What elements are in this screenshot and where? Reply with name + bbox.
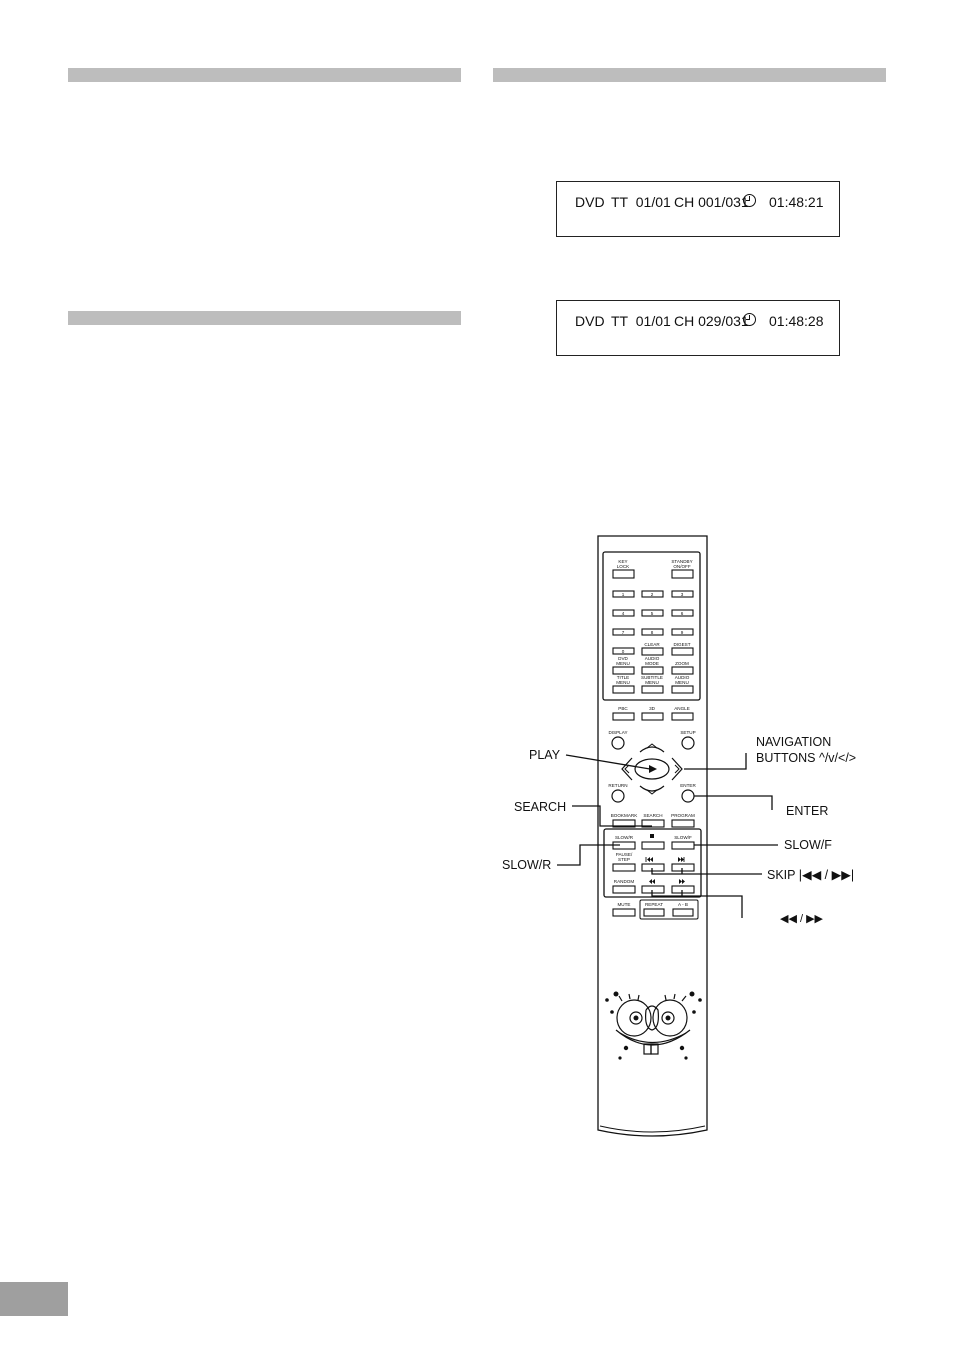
audio-menu-label-2: MENU xyxy=(675,680,689,685)
digit-4: 4 xyxy=(622,611,625,616)
slow-f-key-label: SLOW/F xyxy=(674,835,692,840)
repeat-label: REPEAT xyxy=(645,902,663,907)
pause-step-label-2: STEP xyxy=(618,857,630,862)
digit-8: 8 xyxy=(651,630,654,635)
random-label: RANDOM xyxy=(614,879,635,884)
display-example-2: DVD TT 01/01 CH 029/031 01:48:28 xyxy=(556,300,840,356)
right-section-header-bar xyxy=(493,68,886,82)
zoom-label: ZOOM xyxy=(675,661,689,666)
callout-navigation-2: BUTTONS ^/v/</> xyxy=(756,751,857,765)
navigation-leader xyxy=(684,753,747,770)
program-label: PROGRAM xyxy=(671,813,695,818)
left-section-header-bar-1 xyxy=(68,68,461,82)
display-disc: DVD xyxy=(575,194,605,210)
display-disc: DVD xyxy=(575,313,605,329)
standby-label-2: ON/OFF xyxy=(673,564,691,569)
digest-label: DIGEST xyxy=(673,642,690,647)
left-section-header-bar-2 xyxy=(68,311,461,325)
page-tab xyxy=(0,1282,68,1316)
slow-r-leader xyxy=(557,844,620,866)
display-example-1: DVD TT 01/01 CH 001/031 01:48:21 xyxy=(556,181,840,237)
callout-slow-r: SLOW/R xyxy=(502,858,552,872)
rewind-icon xyxy=(649,879,655,884)
digit-3: 3 xyxy=(681,592,684,597)
callout-skip: SKIP |◀◀ / ▶▶| xyxy=(767,868,855,882)
display-key-label: DISPLAY xyxy=(608,730,627,735)
clear-label: CLEAR xyxy=(644,642,660,647)
audio-menu-label-1: AUDIO xyxy=(675,675,690,680)
clock-icon xyxy=(743,194,756,207)
enter-key-label: ENTER xyxy=(680,783,696,788)
callout-navigation-1: NAVIGATION xyxy=(756,735,832,749)
search-leader xyxy=(572,805,652,827)
skip-back-icon xyxy=(646,857,653,862)
digit-0: 0 xyxy=(622,649,625,654)
display-title: TT 01/01 xyxy=(611,313,671,329)
display-chapter: CH 029/031 xyxy=(674,313,749,329)
digit-6: 6 xyxy=(681,611,684,616)
bookmark-label: BOOKMARK xyxy=(611,813,638,818)
3d-label: 3D xyxy=(649,706,656,711)
display-chapter: CH 001/031 xyxy=(674,194,749,210)
audio-mode-label-1: AUDIO xyxy=(645,656,660,661)
callout-fast: ◀◀ / ▶▶ xyxy=(780,913,824,925)
subtitle-menu-label-2: MENU xyxy=(645,680,659,685)
digit-5: 5 xyxy=(651,611,654,616)
key-lock-label-1: KEY xyxy=(618,559,627,564)
setup-label: SETUP xyxy=(680,730,695,735)
stop-icon xyxy=(650,834,654,838)
standby-label-1: STANDBY xyxy=(671,559,692,564)
angle-label: ANGLE xyxy=(674,706,690,711)
digit-1: 1 xyxy=(622,592,625,597)
skip-leader xyxy=(651,868,762,875)
callout-search: SEARCH xyxy=(514,800,567,814)
digit-9: 9 xyxy=(681,630,684,635)
a-b-label: A - B xyxy=(678,902,688,907)
search-key-label: SEARCH xyxy=(643,813,662,818)
callout-slow-f: SLOW/F xyxy=(784,838,832,852)
slow-r-key-label: SLOW/R xyxy=(615,835,634,840)
display-time: 01:48:21 xyxy=(769,194,824,210)
skip-forward-icon xyxy=(678,857,684,862)
dvd-menu-label-2: MENU xyxy=(616,661,630,666)
audio-mode-label-2: MODE xyxy=(645,661,659,666)
digit-2: 2 xyxy=(651,592,654,597)
clock-icon xyxy=(743,313,756,326)
fast-forward-icon xyxy=(679,879,685,884)
pbc-label: PBC xyxy=(618,706,628,711)
fast-leader xyxy=(651,890,743,918)
return-label: RETURN xyxy=(608,783,627,788)
callout-enter: ENTER xyxy=(786,804,829,818)
pause-step-label-1: PAUSE/ xyxy=(616,852,633,857)
title-menu-label-1: TITLE xyxy=(617,675,630,680)
enter-leader xyxy=(694,795,773,810)
display-time: 01:48:28 xyxy=(769,313,824,329)
digit-7: 7 xyxy=(622,630,625,635)
subtitle-menu-label-1: SUBTITLE xyxy=(641,675,663,680)
mute-label: MUTE xyxy=(617,902,630,907)
display-title: TT 01/01 xyxy=(611,194,671,210)
play-leader xyxy=(565,754,651,770)
callout-play: PLAY xyxy=(529,748,561,762)
title-menu-label-2: MENU xyxy=(616,680,630,685)
dvd-menu-label-1: DVD xyxy=(618,656,628,661)
key-lock-label-2: LOCK xyxy=(617,564,630,569)
